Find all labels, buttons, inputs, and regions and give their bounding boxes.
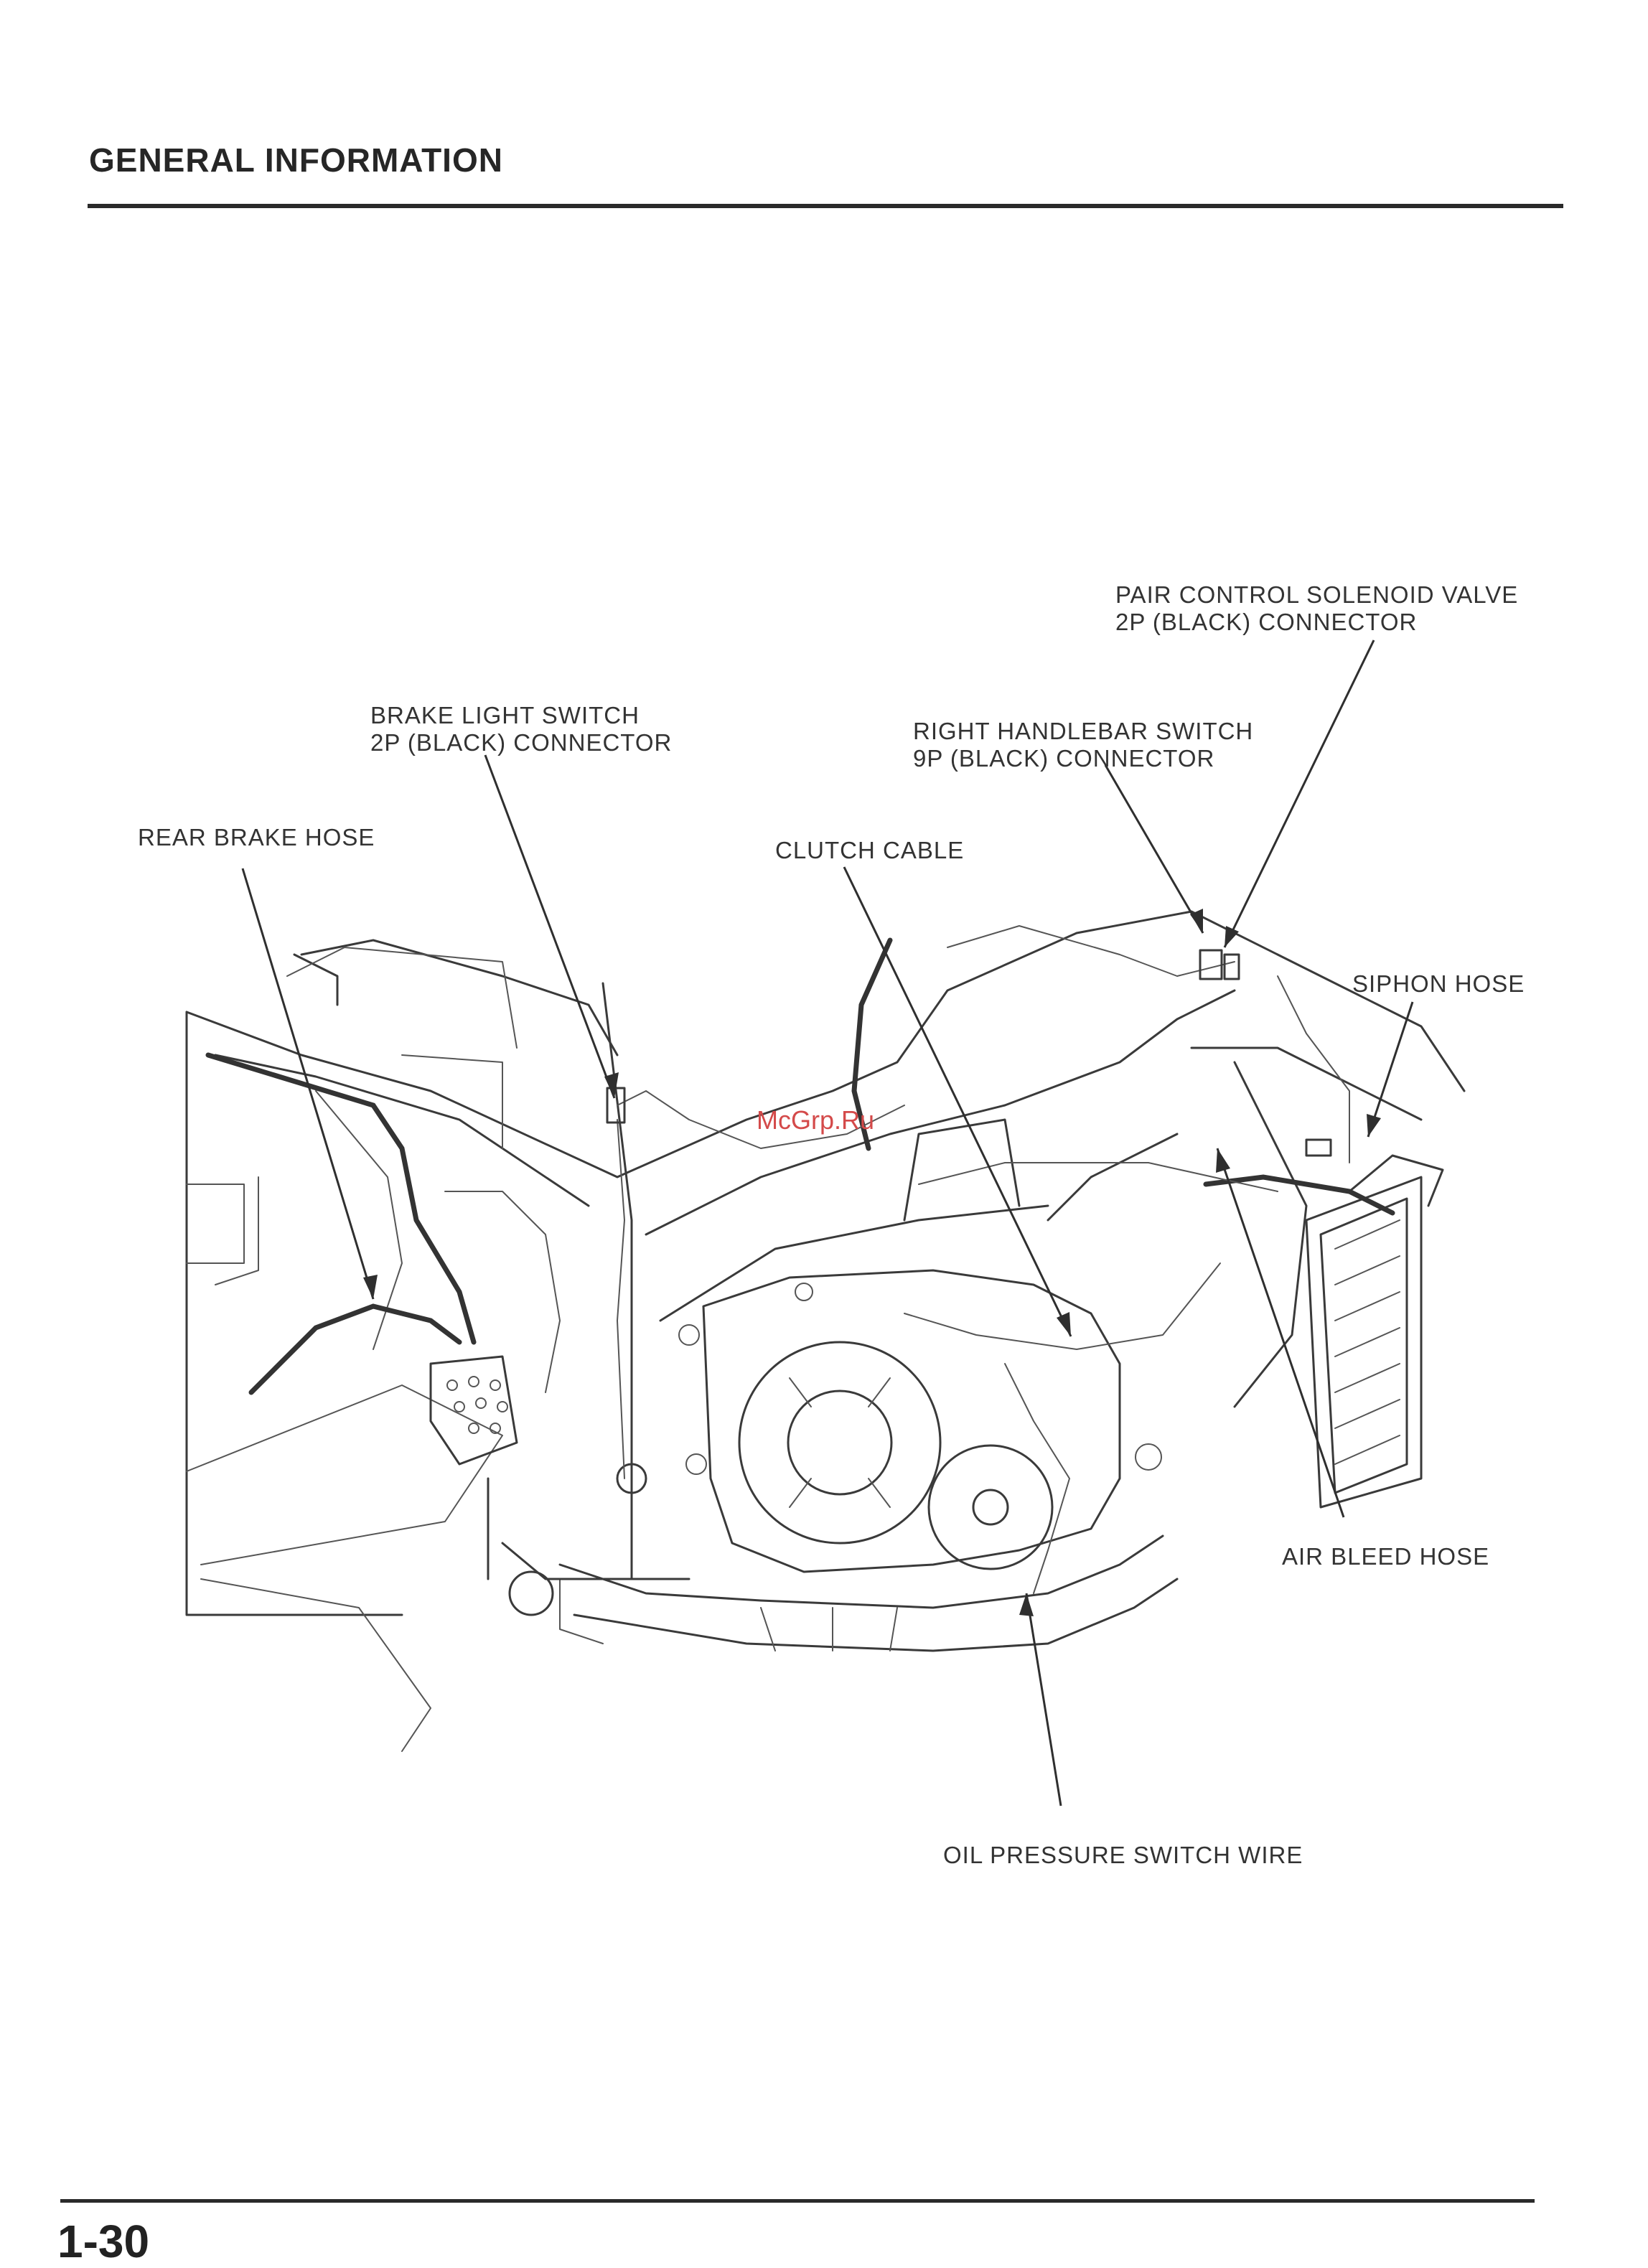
callout-pair-control-solenoid: PAIR CONTROL SOLENOID VALVE 2P (BLACK) C… (1115, 581, 1518, 636)
callout-brake-light-line2: 2P (BLACK) CONNECTOR (370, 729, 672, 756)
callout-right-handlebar-line1: RIGHT HANDLEBAR SWITCH (913, 718, 1253, 745)
callout-siphon-hose: SIPHON HOSE (1352, 970, 1525, 998)
callout-air-bleed-hose: AIR BLEED HOSE (1282, 1543, 1489, 1570)
callout-right-handlebar-switch: RIGHT HANDLEBAR SWITCH 9P (BLACK) CONNEC… (913, 718, 1253, 772)
footer-rule (60, 2199, 1535, 2203)
leader-arrowheads (363, 909, 1381, 1616)
callout-pair-control-line1: PAIR CONTROL SOLENOID VALVE (1115, 581, 1518, 609)
callout-clutch-cable: CLUTCH CABLE (775, 837, 964, 864)
callout-oil-pressure-switch-wire: OIL PRESSURE SWITCH WIRE (943, 1842, 1303, 1869)
engine-cases (560, 1270, 1177, 1651)
callout-brake-light-switch: BRAKE LIGHT SWITCH 2P (BLACK) CONNECTOR (370, 702, 672, 756)
callout-brake-light-line1: BRAKE LIGHT SWITCH (370, 702, 672, 729)
callout-right-handlebar-line2: 9P (BLACK) CONNECTOR (913, 745, 1253, 772)
frame-outline (187, 912, 1464, 1751)
watermark-text: McGrp.Ru (757, 1105, 874, 1135)
callout-pair-control-line2: 2P (BLACK) CONNECTOR (1115, 609, 1518, 636)
radiator (1306, 1156, 1443, 1507)
callout-rear-brake-hose: REAR BRAKE HOSE (138, 824, 375, 851)
page-number: 1-30 (57, 2215, 149, 2268)
